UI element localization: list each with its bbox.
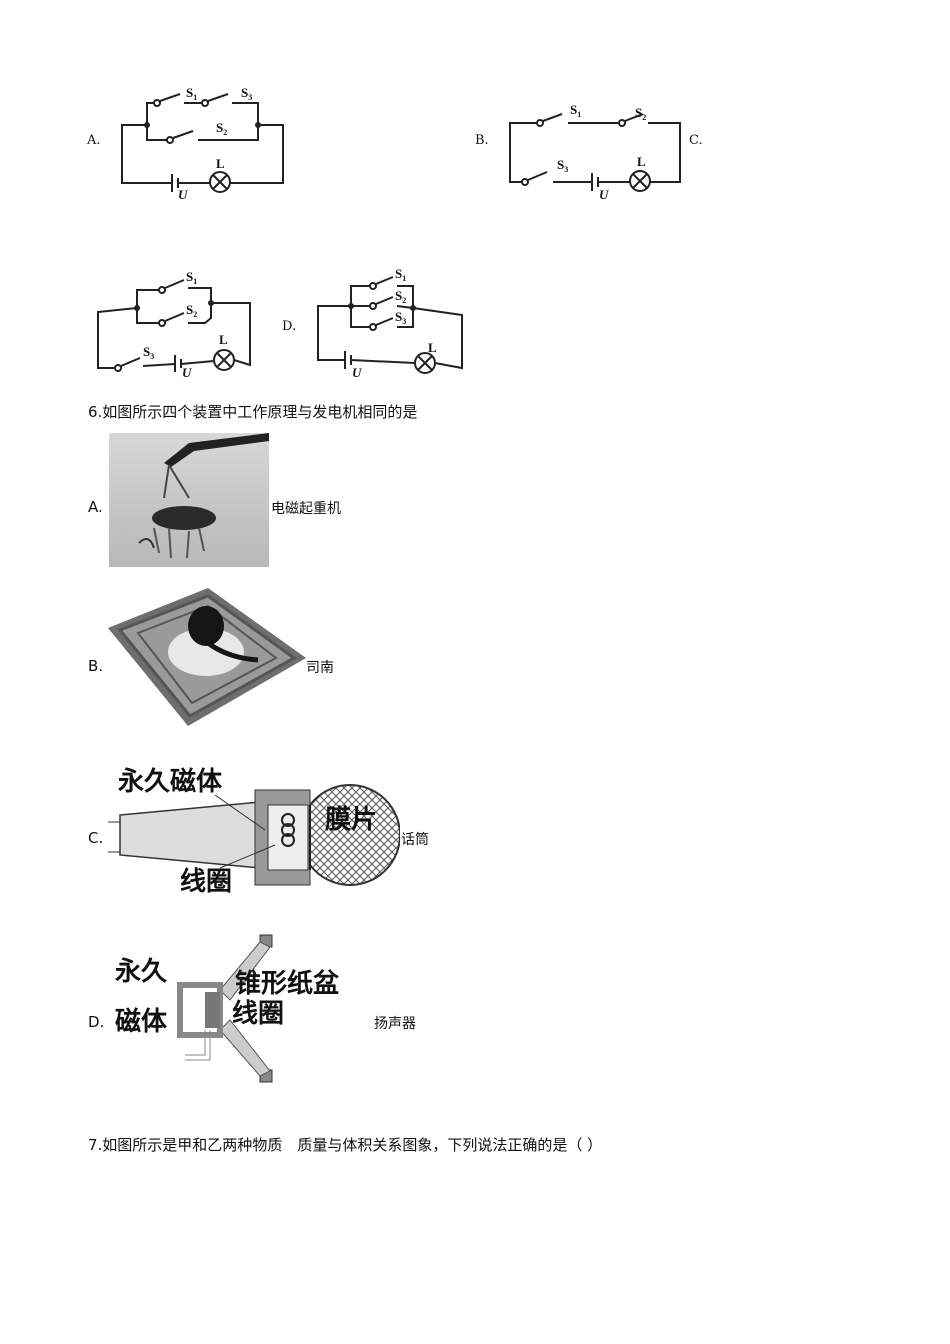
svg-text:S3: S3 (143, 344, 154, 361)
svg-text:S2: S2 (216, 120, 227, 137)
svg-text:S2: S2 (186, 302, 197, 319)
svg-text:锥形纸盆: 锥形纸盆 (235, 968, 340, 998)
svg-text:线圈: 线圈 (232, 999, 284, 1028)
svg-text:S1: S1 (395, 266, 406, 283)
q6-option-d-letter: D. (88, 1013, 105, 1031)
q6-option-a-caption: 电磁起重机 (271, 501, 341, 517)
svg-text:L: L (637, 154, 646, 169)
svg-text:S2: S2 (395, 288, 406, 305)
svg-text:S3: S3 (557, 157, 568, 174)
question-6-stem: 6.如图所示四个装置中工作原理与发电机相同的是 (88, 403, 418, 421)
question-7-stem: 7.如图所示是甲和乙两种物质 质量与体积关系图象，下列说法正确的是（ ） (88, 1136, 603, 1154)
svg-text:膜片: 膜片 (325, 805, 377, 834)
option-a-letter: A. (87, 133, 101, 148)
svg-text:L: L (216, 156, 225, 171)
svg-text:线圈: 线圈 (180, 867, 232, 896)
svg-text:磁体: 磁体 (115, 1006, 168, 1036)
circuit-d: S1 S2 S3 L U (317, 266, 463, 380)
q6-option-b-letter: B. (88, 657, 104, 675)
q6-option-d-caption: 扬声器 (374, 1016, 416, 1032)
svg-text:U: U (178, 187, 188, 202)
q6-option-c-caption: 话筒 (401, 832, 429, 848)
option-c-letter: C. (689, 133, 703, 148)
svg-text:S1: S1 (186, 269, 197, 286)
microphone-diagram: 永久磁体 膜片 线圈 (108, 766, 400, 896)
option-b-letter: B. (475, 133, 489, 148)
svg-text:U: U (599, 187, 609, 202)
svg-text:U: U (182, 365, 192, 380)
svg-text:S2: S2 (635, 105, 646, 122)
svg-text:U: U (352, 365, 362, 380)
sinan-compass-photo (108, 588, 306, 726)
loudspeaker-diagram: 永久 磁体 锥形纸盆 线圈 (115, 934, 340, 1083)
circuit-diagrams: S1 S3 S2 L U S1 S2 S3 L U S1 S2 S3 L U (97, 85, 681, 380)
svg-text:永久: 永久 (115, 957, 167, 986)
svg-text:S3: S3 (241, 85, 252, 102)
option-d-letter: D. (282, 319, 297, 334)
q6-option-b-caption: 司南 (306, 660, 334, 676)
q6-option-a-letter: A. (88, 498, 103, 516)
svg-text:永久磁体: 永久磁体 (118, 766, 223, 796)
circuit-b: S1 S2 S3 L U (509, 102, 681, 202)
svg-text:S1: S1 (186, 85, 197, 102)
q6-option-c-letter: C. (88, 829, 104, 847)
circuit-a: S1 S3 S2 L U (121, 85, 284, 202)
electromagnetic-crane-photo (109, 433, 269, 567)
svg-text:S3: S3 (395, 309, 406, 326)
svg-text:S1: S1 (570, 102, 581, 119)
svg-text:L: L (428, 340, 437, 355)
svg-text:L: L (219, 332, 228, 347)
circuit-c: S1 S2 S3 L U (97, 269, 251, 380)
